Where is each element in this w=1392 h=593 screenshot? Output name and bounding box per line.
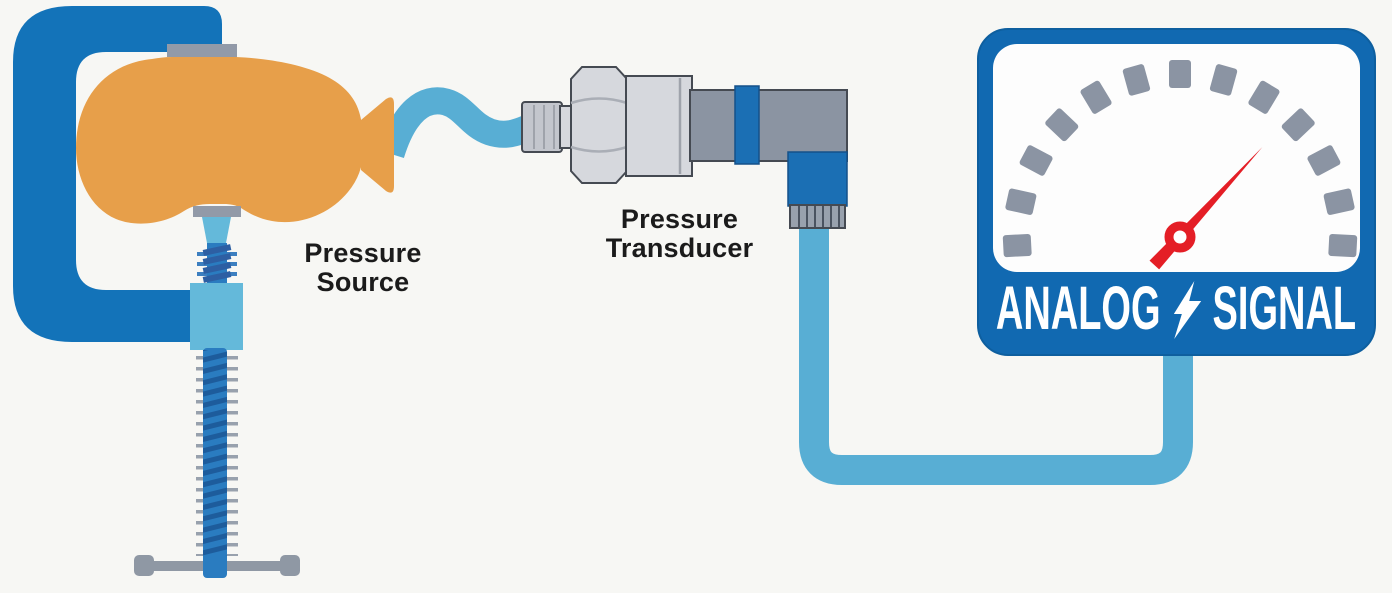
- analog-gauge: [977, 28, 1376, 356]
- gauge-tick-arc: [1002, 60, 1358, 258]
- clamp-bottom-pad: [193, 206, 241, 217]
- analog-word: ANALOG: [995, 275, 1161, 343]
- handle-end-cap: [134, 555, 154, 576]
- pressure-source-label: Pressure Source: [278, 239, 448, 296]
- c-clamp-frame: [13, 6, 222, 342]
- signal-word: SIGNAL: [1212, 275, 1357, 343]
- gauge-tick: [1045, 108, 1079, 142]
- elbow-connector-body: [787, 151, 848, 207]
- gauge-tick: [1248, 80, 1280, 114]
- pressure-transducer-label: Pressure Transducer: [592, 205, 767, 262]
- spring-coil: [202, 262, 232, 274]
- gauge-tick: [1307, 145, 1341, 176]
- pressure-transducer-label-line2: Transducer: [605, 232, 754, 263]
- transducer-body: [625, 75, 693, 177]
- hex-facet-line: [570, 145, 628, 153]
- transducer-blue-ring: [734, 85, 760, 165]
- gauge-tick: [1209, 64, 1238, 96]
- pad-stem: [202, 217, 231, 243]
- handle-end-cap: [280, 555, 300, 576]
- analog-signal-label: ANALOG SIGNAL: [985, 270, 1367, 350]
- pressure-source-label-line1: Pressure: [304, 238, 422, 268]
- gauge-tick: [1323, 188, 1355, 215]
- pressure-source: [76, 44, 394, 243]
- c-clamp: [13, 6, 300, 578]
- tube-bulb-to-transducer: [378, 87, 534, 159]
- transducer-hex-nut: [570, 66, 628, 184]
- spring-coil: [202, 244, 232, 256]
- gauge-tick: [1002, 233, 1032, 258]
- screw-thread-stripes: [203, 350, 227, 556]
- pressure-source-label-line2: Source: [316, 266, 410, 297]
- hex-facet-line: [570, 97, 628, 105]
- gauge-tick: [1281, 108, 1315, 142]
- transducer-inlet-fitting: [521, 101, 563, 153]
- pressure-transducer-label-line1: Pressure: [620, 204, 739, 234]
- spring-coil: [202, 253, 232, 265]
- gauge-tick: [1328, 233, 1358, 258]
- signal-cable: [799, 222, 1193, 485]
- clamp-nut-block: [190, 283, 243, 350]
- spring-coil: [202, 271, 232, 283]
- gauge-needle-hub: [1164, 221, 1196, 253]
- lightning-bolt-icon: [1170, 280, 1203, 344]
- transducer-electronics-housing: [689, 89, 848, 162]
- gauge-tick: [1019, 145, 1053, 176]
- bulb-nozzle: [361, 97, 394, 193]
- gauge-tick: [1122, 64, 1151, 96]
- clamp-top-pad: [167, 44, 237, 57]
- gauge-tick: [1080, 80, 1112, 114]
- pressure-bulb: [76, 57, 363, 224]
- gauge-tick: [1169, 60, 1191, 88]
- gauge-tick: [1005, 188, 1037, 215]
- pressure-transducer: [521, 66, 848, 229]
